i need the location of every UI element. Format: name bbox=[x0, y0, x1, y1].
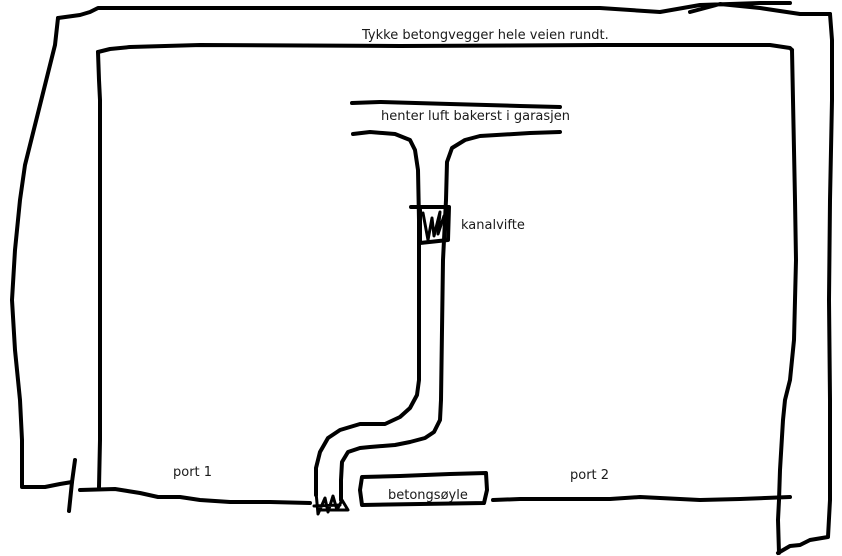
duct-fan-label: kanalvifte bbox=[461, 218, 525, 233]
intake-top-line bbox=[350, 100, 562, 109]
bottom-wall-right bbox=[491, 495, 792, 502]
air-intake-label: henter luft bakerst i garasjen bbox=[381, 109, 571, 124]
outer-wall-top bbox=[56, 1, 832, 20]
exit-fan-scribble bbox=[312, 490, 350, 516]
inner-wall-top bbox=[96, 43, 794, 54]
bottom-wall-left bbox=[67, 458, 312, 513]
duct-left bbox=[314, 130, 421, 497]
door-1-label: port 1 bbox=[173, 465, 213, 480]
inner-wall-left bbox=[96, 50, 102, 489]
outer-wall-right bbox=[776, 12, 834, 555]
duct-fan-box bbox=[409, 205, 451, 245]
walls-note-label: Tykke betongvegger hele veien rundt. bbox=[362, 28, 609, 43]
door-2-label: port 2 bbox=[570, 468, 610, 483]
pillar-label: betongsøyle bbox=[388, 488, 468, 503]
duct-right bbox=[339, 130, 562, 502]
concrete-pillar-outline bbox=[358, 471, 489, 507]
outer-wall-left bbox=[10, 16, 74, 489]
duct-fan-scribble bbox=[421, 210, 446, 242]
inner-wall-right bbox=[776, 48, 798, 555]
